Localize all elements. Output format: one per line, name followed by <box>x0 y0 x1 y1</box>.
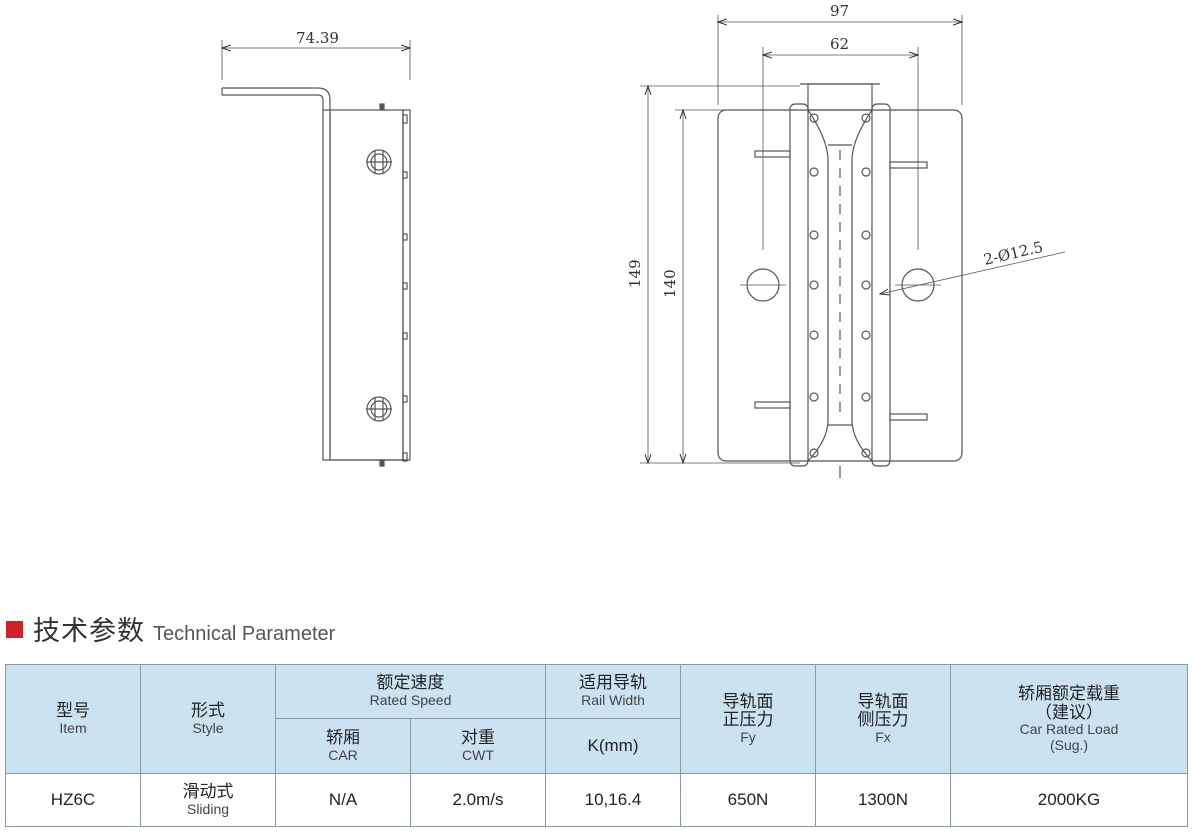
header-fx: 导轨面 侧压力 Fx <box>815 664 951 774</box>
header-rail-width: 适用导轨 Rail Width <box>545 664 681 719</box>
cell-style: 滑动式 Sliding <box>140 773 276 827</box>
cell-car: N/A <box>275 773 411 827</box>
header-car: 轿厢 CAR <box>275 718 411 774</box>
cell-load: 2000KG <box>950 773 1188 827</box>
heading-marker-icon <box>6 620 23 638</box>
header-cwt: 对重 CWT <box>410 718 546 774</box>
technical-drawing: 74.39 97 62 149 140 2-Ø12.5 <box>0 2 1066 478</box>
cell-fy: 650N <box>680 773 816 827</box>
bolt-icon <box>366 396 392 422</box>
header-fy: 导轨面 正压力 Fy <box>680 664 816 774</box>
heading-title-en: Technical Parameter <box>153 623 336 645</box>
dim-bolt-spacing: 62 <box>830 35 849 53</box>
side-view <box>222 40 410 467</box>
cell-item: HZ6C <box>5 773 141 827</box>
header-rail-unit: K(mm) <box>545 718 681 774</box>
front-view <box>640 15 1066 478</box>
cell-rail: 10,16.4 <box>545 773 681 827</box>
header-item: 型号 Item <box>5 664 141 774</box>
dim-hole-note: 2-Ø12.5 <box>982 238 1045 269</box>
header-style: 形式 Style <box>140 664 276 774</box>
heading-title-zh: 技术参数 <box>33 616 145 647</box>
dim-front-width: 97 <box>830 2 849 20</box>
dim-total-height: 149 <box>626 259 644 288</box>
mounting-hole-icon <box>740 268 786 302</box>
parameter-table: 型号 Item 形式 Style 额定速度 Rated Speed 适用导轨 R… <box>5 664 1188 827</box>
cell-cwt: 2.0m/s <box>410 773 546 827</box>
dim-side-width: 74.39 <box>296 29 339 47</box>
cell-fx: 1300N <box>815 773 951 827</box>
section-heading: 技术参数 Technical Parameter <box>6 609 335 649</box>
rivet-holes <box>809 113 871 458</box>
header-rated-load: 轿厢额定载重 （建议） Car Rated Load (Sug.) <box>950 664 1188 774</box>
dim-plate-height: 140 <box>661 269 679 298</box>
bolt-icon <box>366 149 392 175</box>
header-rated-speed: 额定速度 Rated Speed <box>275 664 546 719</box>
table-row: HZ6C 滑动式 Sliding N/A 2.0m/s 10,16.4 650N… <box>5 773 1188 827</box>
